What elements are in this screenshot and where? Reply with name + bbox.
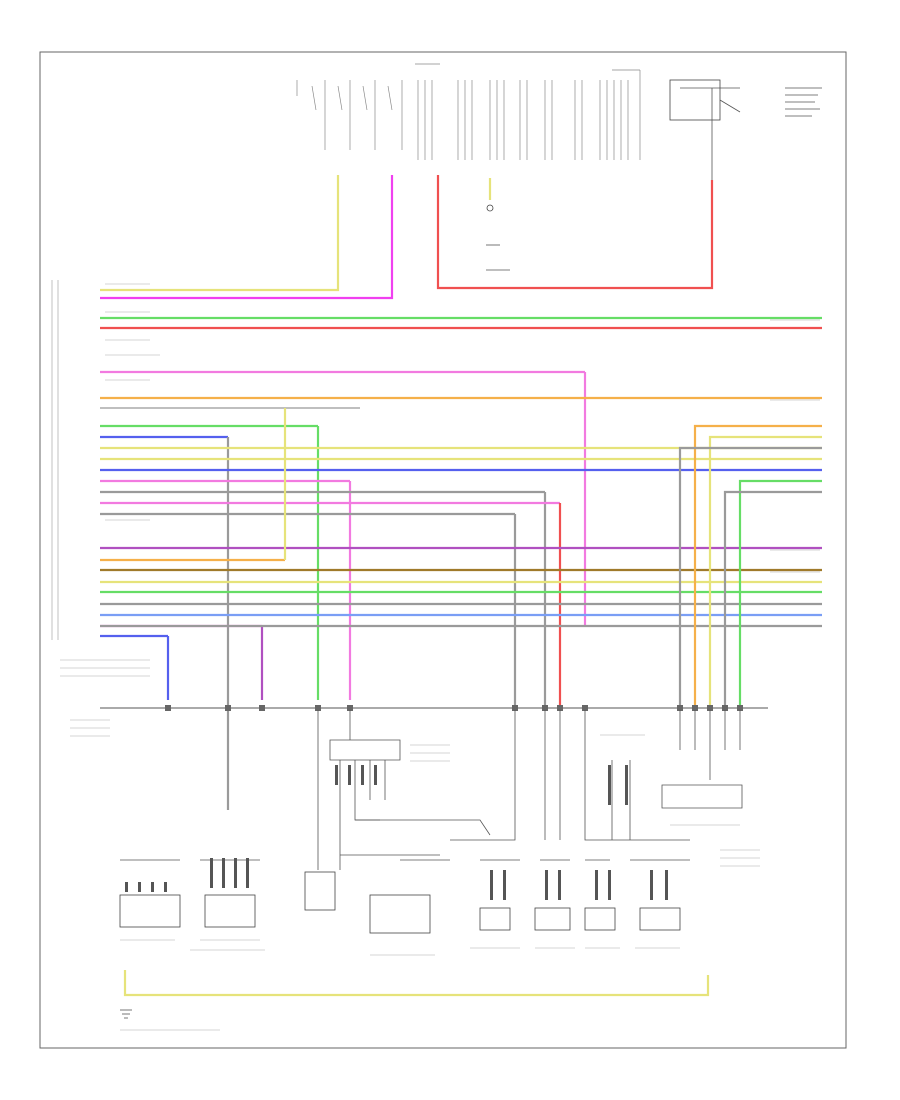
component-box-3: [304, 871, 336, 911]
lower-components: [119, 871, 681, 934]
fuse-block-top-right: [669, 79, 822, 280]
ground-wire: [120, 970, 710, 1019]
left-pin-labels: [51, 280, 59, 640]
component-box-4: [369, 894, 431, 934]
component-box-2: [204, 894, 256, 928]
illegible-labels: [60, 283, 820, 1031]
component-box-6: [534, 907, 571, 931]
top-feed-wires: [100, 175, 714, 300]
horizontal-bus-wires: [100, 316, 822, 810]
component-box-5: [479, 907, 511, 931]
right-vertical-wires: [678, 424, 822, 705]
diagram-border: [39, 51, 847, 1049]
lower-circuit-wires: [120, 710, 743, 870]
component-box-1: [119, 894, 181, 928]
top-module-pin-labels: [296, 63, 641, 160]
component-box-7: [584, 907, 616, 931]
connector-terminals: [165, 705, 743, 711]
component-box-8: [639, 907, 681, 931]
component-bars: [125, 765, 668, 900]
